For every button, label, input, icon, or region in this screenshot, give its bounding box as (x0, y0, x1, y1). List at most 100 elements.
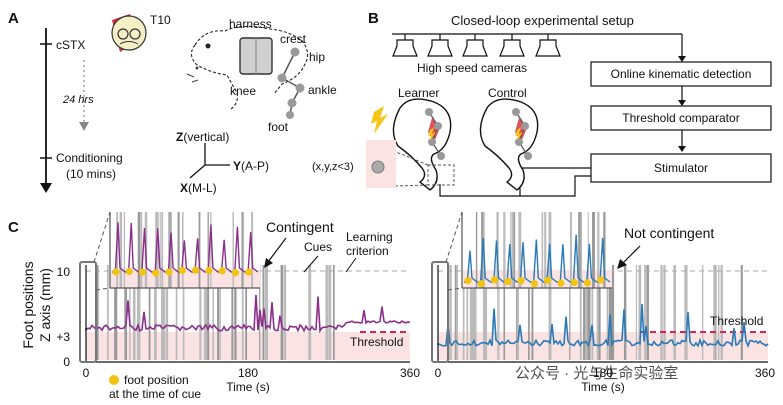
learning-criterion-pointer (345, 257, 357, 273)
cue-dot (152, 269, 160, 277)
conditioning-label: Conditioning (56, 151, 123, 165)
t10-label: T10 (150, 13, 171, 27)
zoom-line-top (395, 151, 429, 166)
ankle-label: ankle (308, 83, 337, 97)
cue-dot (570, 278, 578, 287)
left-zoom-connector-bottom (95, 287, 111, 291)
stimulation-lightning-icon (371, 106, 388, 134)
left-y-tick-10: 10 (57, 265, 71, 279)
y-axis-title-1: Foot positions (20, 261, 36, 348)
foot-label: foot (268, 120, 289, 134)
left-threshold-label: Threshold (350, 335, 403, 349)
cue-dot (192, 266, 200, 274)
right-x-tick-0: 0 (435, 366, 442, 380)
threshold-coordinate-label: (x,y,z<3) (312, 161, 354, 173)
not-contingent-pointer (621, 245, 641, 265)
conditioning-duration: (10 mins) (66, 167, 116, 181)
right-x-axis-title: Time (s) (581, 380, 625, 394)
cue-dot (530, 280, 538, 288)
x-axis-label: X(M-L) (180, 181, 217, 195)
learning-criterion-label-1: Learning (346, 230, 393, 244)
left-x-tick-0: 0 (83, 366, 90, 380)
flow-arrowhead-2 (678, 146, 686, 152)
cue-dot (231, 269, 239, 277)
learner-label: Learner (398, 86, 439, 100)
contingent-inset (109, 212, 260, 289)
y-axis-label: Y(A-P) (233, 159, 269, 173)
left-x-tick-180: 180 (238, 366, 258, 380)
camera-icon (427, 39, 453, 57)
cue-dot (205, 266, 213, 275)
interval-label: 24 hrs (62, 94, 94, 106)
zoom-line-bottom (395, 184, 429, 187)
stimulator-output-line (519, 167, 591, 196)
right-zoom-bracket (431, 261, 449, 363)
right-x-tick-360: 360 (755, 366, 775, 380)
knee-label: knee (230, 84, 256, 98)
cstx-label: cSTX (56, 38, 85, 52)
cue-dot (125, 267, 133, 275)
detection-arrowhead (678, 56, 686, 62)
not-contingent-chart (431, 261, 769, 363)
cue-dot (464, 277, 472, 285)
left-zoom-bracket (79, 261, 97, 363)
right-inset-cue-dots (464, 276, 605, 288)
cue-dot (490, 276, 499, 284)
panel-b-label: B (368, 10, 379, 27)
left-zoom-connector-top (93, 211, 111, 263)
camera-icon (535, 39, 561, 57)
cue-dot (218, 267, 226, 275)
not-contingent-trace (437, 303, 769, 348)
cue-dot (477, 280, 485, 288)
stimulator-learner-line (439, 175, 591, 197)
cameras-label: High speed cameras (417, 61, 527, 75)
cues-label: Cues (304, 240, 332, 254)
left-x-tick-360: 360 (400, 366, 420, 380)
cue-dot (165, 268, 173, 276)
setup-title: Closed-loop experimental setup (451, 13, 634, 28)
cues-pointer (303, 255, 319, 273)
not-contingent-pointer-arrowhead (617, 259, 627, 269)
camera-icon (392, 39, 418, 57)
legend-line-2: at the time of cue (109, 387, 201, 401)
cue-dot (597, 276, 605, 284)
online-kinematic-detection-label: Online kinematic detection (611, 67, 752, 81)
y-axis-title-2: Z axis (mm) (37, 268, 53, 342)
cue-dot (178, 266, 186, 275)
cue-dot (504, 277, 512, 286)
cue-dot (112, 268, 120, 276)
threshold-comparator-box (590, 105, 772, 131)
left-inset-cue-dots (112, 266, 253, 277)
left-x-axis-title: Time (s) (226, 380, 270, 394)
xyz-axes-icon (189, 143, 230, 179)
contingent-label: Contingent (266, 219, 334, 235)
control-label: Control (488, 86, 527, 100)
right-zoom-connector-bottom (447, 287, 463, 291)
high-speed-cameras (392, 34, 561, 57)
left-y-tick-0: 0 (63, 355, 70, 369)
cue-dot (557, 279, 565, 287)
rat-leg-skeleton (277, 47, 305, 119)
camera-icon (462, 39, 488, 57)
not-contingent-label: Not contingent (624, 225, 714, 241)
interval-arrowhead (79, 122, 89, 131)
foot-marker-inset (371, 160, 385, 174)
camera-icon (499, 39, 525, 57)
not-contingent-inset (461, 212, 612, 289)
contingent-trace (85, 294, 411, 334)
crest-label: crest (280, 32, 307, 46)
cue-dot (245, 268, 253, 276)
flow-arrowhead-1 (678, 100, 686, 106)
right-x-tick-180: 180 (593, 366, 613, 380)
right-zoom-connector-top (445, 211, 463, 263)
online-kinematic-detection-box (590, 61, 772, 87)
cue-dot (517, 277, 525, 285)
harness-label: harness (229, 17, 272, 31)
hip-label: hip (309, 50, 325, 64)
contingent-pointer (267, 237, 287, 263)
control-rat-icon (479, 98, 539, 191)
left-y-tick-3: +3 (56, 330, 70, 344)
cue-dot (544, 276, 552, 285)
panel-c-label: C (8, 219, 19, 236)
